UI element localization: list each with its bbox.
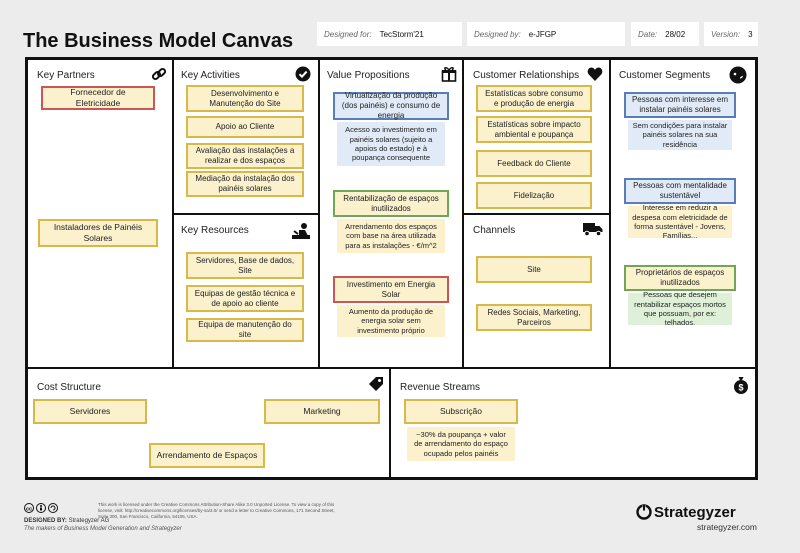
designed-by-credit-label: DESIGNED BY: <box>24 518 67 524</box>
designed-for-label: Designed for: <box>324 29 372 39</box>
date-label: Date: <box>638 29 658 39</box>
gift-icon <box>441 66 457 82</box>
strategyzer-logo: Strategyzer <box>636 503 756 521</box>
sticky-note[interactable]: Arrendamento de Espaços <box>149 443 265 468</box>
sticky-note[interactable]: Investimento em Energia Solar <box>333 276 449 303</box>
designed-for-field[interactable]: Designed for: TecStorm'21 <box>317 22 462 46</box>
key-partners-title: Key Partners <box>37 70 95 81</box>
sticky-note-detail[interactable]: Aumento da produção de energia solar sem… <box>337 305 445 337</box>
page-title: The Business Model Canvas <box>23 30 294 52</box>
sticky-note[interactable]: Virtualização da produção (dos painéis) … <box>333 91 449 120</box>
brand-name: Strategyzer <box>654 503 736 521</box>
sticky-note[interactable]: Fornecedor de Eletricidade <box>41 86 155 110</box>
designed-for-value: TecStorm'21 <box>379 29 424 39</box>
sticky-note[interactable]: Servidores, Base de dados, Site <box>186 252 304 279</box>
sticky-note[interactable]: Apoio ao Cliente <box>186 116 304 138</box>
sticky-note[interactable]: Instaladores de Painéis Solares <box>38 219 158 247</box>
sticky-note-detail[interactable]: Pessoas que desejem rentabilizar espaços… <box>628 290 732 327</box>
customer-segments-block <box>611 60 755 369</box>
license-text: This work is licensed under the Creative… <box>98 502 335 519</box>
sticky-note[interactable]: Equipas de gestão técnica e de apoio ao … <box>186 285 304 312</box>
designed-by-credit-value: Strategyzer AG <box>68 518 110 524</box>
worker-icon <box>290 221 312 241</box>
sticky-note[interactable]: Avaliação das instalações a realizar e d… <box>186 143 304 169</box>
sticky-note[interactable]: Equipa de manutenção do site <box>186 318 304 342</box>
sticky-note[interactable]: Estatísticas sobre consumo e produção de… <box>476 85 592 112</box>
tagline: The makers of Business Model Generation … <box>24 526 182 532</box>
strategyzer-logo-icon <box>636 504 652 520</box>
cc-license-badge: cc <box>24 503 94 513</box>
key-resources-title: Key Resources <box>181 225 249 236</box>
customer-segments-title: Customer Segments <box>619 70 711 81</box>
date-field[interactable]: Date: 28/02 <box>631 22 699 46</box>
sticky-note[interactable]: Redes Sociais, Marketing, Parceiros <box>476 304 592 331</box>
truck-icon <box>583 221 603 237</box>
sticky-note-detail[interactable]: Acesso ao investimento em painéis solare… <box>337 122 445 166</box>
sticky-note-detail[interactable]: Sem condições para instalar painéis sola… <box>628 120 732 150</box>
sticky-note[interactable]: Pessoas com interesse em instalar painéi… <box>624 92 736 118</box>
check-icon <box>295 66 311 82</box>
designed-by-label: Designed by: <box>474 29 521 39</box>
designed-by-field[interactable]: Designed by: e-JFGP <box>467 22 625 46</box>
customer-relationships-block <box>464 60 611 215</box>
cost-structure-title: Cost Structure <box>37 382 101 393</box>
value-propositions-block <box>320 60 464 369</box>
svg-text:$: $ <box>738 383 743 393</box>
designed-by-value: e-JFGP <box>528 29 557 39</box>
sticky-note[interactable]: Proprietários de espaços inutilizados <box>624 265 736 291</box>
brand-url[interactable]: strategyzer.com <box>697 522 757 532</box>
sticky-note[interactable]: Desenvolvimento e Manutenção do Site <box>186 85 304 112</box>
heart-icon <box>587 66 603 82</box>
sticky-note[interactable]: Fidelização <box>476 182 592 209</box>
sticky-note[interactable]: Subscrição <box>404 399 518 424</box>
svg-text:cc: cc <box>26 506 32 512</box>
version-value: 3 <box>748 29 753 39</box>
sticky-note[interactable]: Servidores <box>33 399 147 424</box>
sticky-note[interactable]: Marketing <box>264 399 380 424</box>
key-resources-block <box>174 215 320 369</box>
link-icon <box>151 66 167 82</box>
sticky-note[interactable]: Mediação da instalação dos painéis solar… <box>186 171 304 197</box>
customer-relationships-title: Customer Relationships <box>473 70 580 81</box>
sticky-note[interactable]: Pessoas com mentalidade sustentável <box>624 178 736 204</box>
sticky-note[interactable]: Rentabilização de espaços inutilizados <box>333 190 449 217</box>
sticky-note-detail[interactable]: ~30% da poupança + valor de arrendamento… <box>407 427 515 461</box>
sticky-note[interactable]: Estatísticas sobre impacto ambiental e p… <box>476 116 592 143</box>
key-activities-title: Key Activities <box>181 70 240 81</box>
date-value: 28/02 <box>665 29 686 39</box>
cost-structure-block <box>28 369 391 477</box>
sticky-note[interactable]: Site <box>476 256 592 283</box>
sticky-note[interactable]: Feedback do Cliente <box>476 150 592 177</box>
channels-title: Channels <box>473 225 516 236</box>
version-field[interactable]: Version: 3 <box>704 22 758 46</box>
tag-icon <box>368 376 384 392</box>
channels-block <box>464 215 611 369</box>
value-propositions-title: Value Propositions <box>327 70 410 81</box>
revenue-streams-title: Revenue Streams <box>400 382 481 393</box>
sticky-note-detail[interactable]: Interesse em reduzir a despesa com eletr… <box>628 203 732 240</box>
key-activities-block <box>174 60 320 215</box>
sticky-note-detail[interactable]: Arrendamento dos espaços com base na áre… <box>337 219 445 253</box>
face-icon <box>729 66 747 84</box>
designed-by-credit: DESIGNED BY: Strategyzer AG <box>24 518 109 524</box>
key-partners-block <box>28 60 174 369</box>
version-label: Version: <box>711 29 741 39</box>
moneybag-icon: $ <box>733 376 749 394</box>
